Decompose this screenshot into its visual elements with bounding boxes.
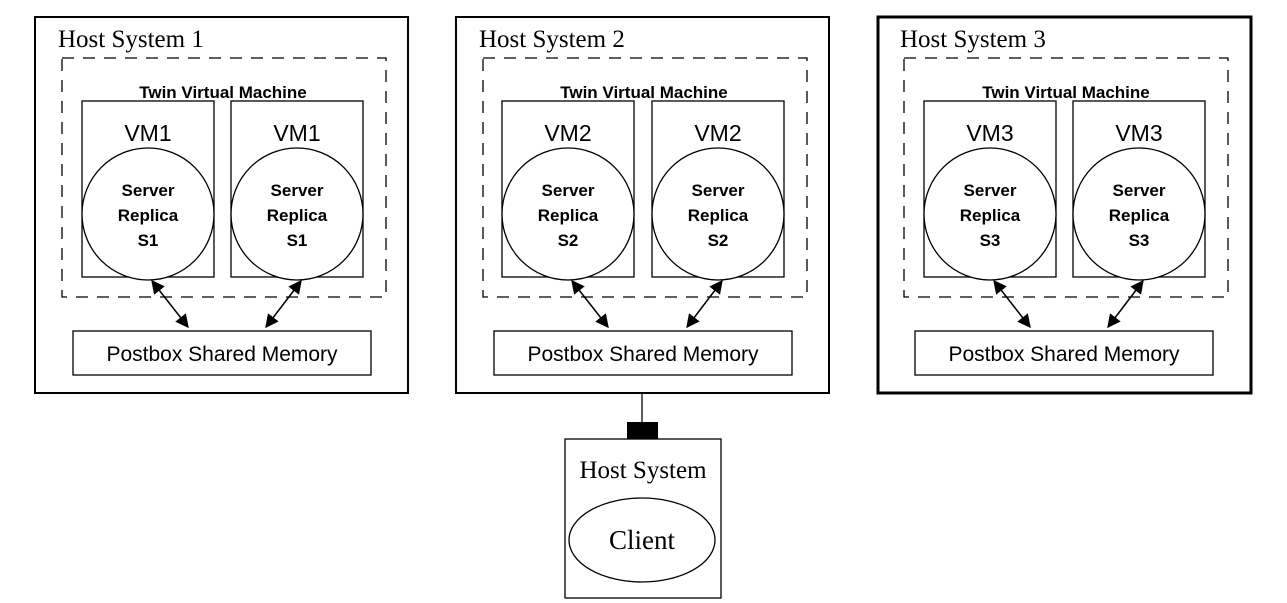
vm1-left-label: VM1 [124, 120, 171, 146]
replica-s2-left-line2: Replica [538, 206, 599, 225]
replica-s1-left-line1: Server [122, 181, 175, 200]
postbox-shared-memory-1-label: Postbox Shared Memory [106, 343, 338, 366]
arrow-s2-right-to-postbox [686, 279, 723, 329]
host-system-2-title: Host System 2 [479, 26, 625, 53]
replica-s3-right-line2: Replica [1109, 206, 1170, 225]
replica-s2-right-id: S2 [708, 231, 729, 250]
arrow-s1-right-to-postbox [265, 279, 302, 329]
vm3-right-label: VM3 [1115, 120, 1162, 146]
replica-s3-left-id: S3 [980, 231, 1001, 250]
replica-s1-right-line2: Replica [267, 206, 328, 225]
vm1-right-label: VM1 [273, 120, 320, 146]
postbox-shared-memory-1 [72, 330, 372, 376]
postbox-shared-memory-3-label: Postbox Shared Memory [948, 343, 1180, 366]
host-system-2: Host System 2 Twin Virtual Machine VM2 S… [455, 16, 830, 394]
arrow-s2-left-to-postbox [571, 279, 609, 329]
replica-s3-left-line2: Replica [960, 206, 1021, 225]
replica-s2-left-id: S2 [558, 231, 579, 250]
host-system-3-title: Host System 3 [900, 26, 1046, 53]
replica-s2-left-line1: Server [542, 181, 595, 200]
twin-virtual-machine-3-label: Twin Virtual Machine [982, 83, 1150, 102]
server-replica-s3-left [923, 147, 1057, 281]
replica-s2-right-line1: Server [692, 181, 745, 200]
twin-virtual-machine-2-boundary [482, 57, 808, 298]
replica-s2-right-line2: Replica [688, 206, 749, 225]
replica-s3-left-line1: Server [964, 181, 1017, 200]
host-system-3: Host System 3 Twin Virtual Machine VM3 S… [876, 15, 1253, 395]
arrow-s1-left-to-postbox [151, 279, 189, 329]
arrow-s3-left-to-postbox [993, 279, 1031, 329]
replica-s3-right-line1: Server [1113, 181, 1166, 200]
vm3-left-label: VM3 [966, 120, 1013, 146]
client-host-system: Host System Client [564, 393, 722, 599]
client-host-title: Host System [579, 457, 707, 484]
arrow-s3-right-to-postbox [1107, 279, 1144, 329]
vm2-right-label: VM2 [694, 120, 741, 146]
twin-virtual-machine-1-boundary [61, 57, 387, 298]
server-replica-s1-left [81, 147, 215, 281]
twin-virtual-machine-3-boundary [903, 57, 1229, 298]
postbox-shared-memory-2 [493, 330, 793, 376]
host-system-1: Host System 1 Twin Virtual Machine VM1 S… [34, 16, 409, 394]
replica-s1-right-line1: Server [271, 181, 324, 200]
postbox-shared-memory-2-label: Postbox Shared Memory [527, 343, 759, 366]
twin-virtual-machine-2-label: Twin Virtual Machine [560, 83, 728, 102]
replica-s1-left-id: S1 [138, 231, 159, 250]
client-label: Client [609, 525, 675, 555]
client-node [568, 497, 716, 583]
network-connector [627, 422, 658, 439]
replica-s3-right-id: S3 [1129, 231, 1150, 250]
twin-virtual-machine-1-label: Twin Virtual Machine [139, 83, 307, 102]
vm2-left-label: VM2 [544, 120, 591, 146]
server-replica-s2-left [501, 147, 635, 281]
postbox-shared-memory-3 [914, 330, 1214, 376]
replica-s1-left-line2: Replica [118, 206, 179, 225]
replica-s1-right-id: S1 [287, 231, 308, 250]
host-system-1-title: Host System 1 [58, 26, 204, 53]
